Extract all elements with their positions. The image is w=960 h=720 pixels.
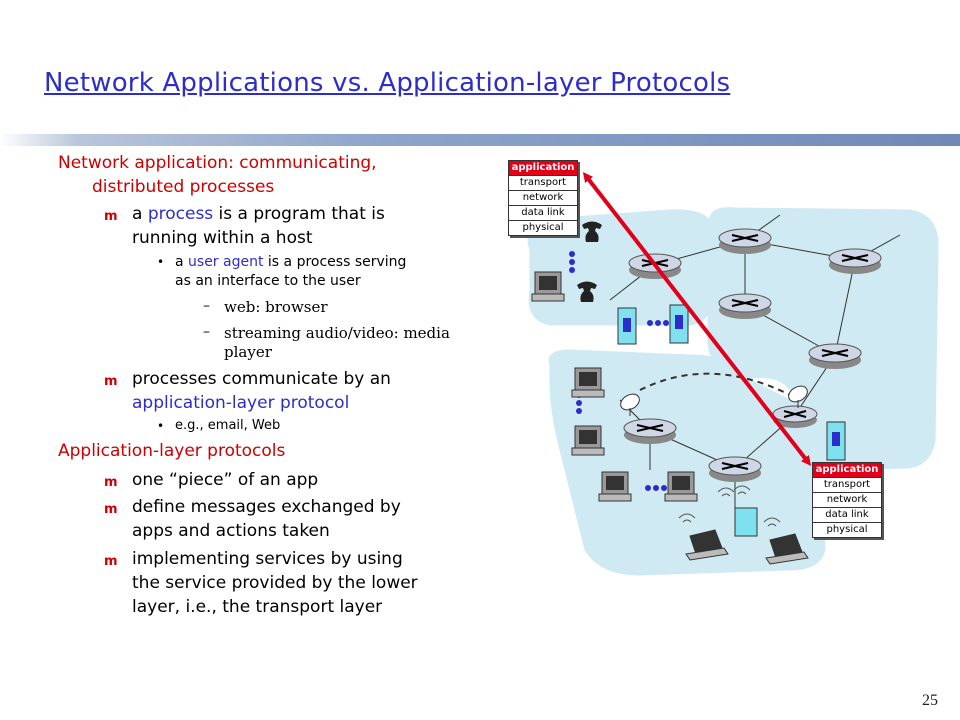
dash-item-media-player: streaming audio/video: media	[224, 324, 450, 342]
router-icon	[808, 343, 862, 369]
router-icon	[708, 456, 762, 482]
desktop-computer-icon	[664, 471, 698, 502]
network-diagram-svg	[527, 172, 939, 576]
layer-application: application	[509, 161, 577, 175]
dash-item-media-player-line2: player	[224, 343, 272, 361]
bullet-process-definition: a process is a program that is	[132, 204, 385, 224]
sub-bullet-user-agent: a user agent is a process serving	[175, 254, 406, 270]
layer-physical: physical	[813, 522, 881, 537]
sub-bullet-dot: •	[157, 419, 165, 433]
slide-title: Network Applications vs. Application-lay…	[44, 68, 731, 98]
access-point-icon	[734, 507, 758, 537]
bullet-marker: m	[104, 554, 118, 569]
layer-network: network	[509, 190, 577, 205]
dash-marker: –	[203, 298, 210, 314]
laptop-icon	[685, 529, 729, 561]
desktop-computer-icon	[571, 425, 605, 456]
laptop-icon	[765, 533, 809, 565]
text-segment: is a process serving	[263, 254, 407, 270]
keyword-application-layer-protocol: application-layer protocol	[132, 393, 350, 413]
desktop-computer-icon	[571, 367, 605, 398]
sub-bullet-user-agent-line2: as an interface to the user	[175, 273, 361, 289]
layer-data-link: data link	[813, 507, 881, 522]
bullet-implementing-services-line3: layer, i.e., the transport layer	[132, 597, 383, 617]
layer-transport: transport	[813, 477, 881, 492]
bullet-marker: m	[104, 209, 118, 224]
title-divider-bar	[0, 134, 960, 146]
page-number: 25	[922, 692, 938, 709]
protocol-stack-source: application transport network data link …	[508, 160, 578, 236]
bullet-implementing-services: implementing services by using	[132, 549, 403, 569]
bullet-marker: m	[104, 502, 118, 517]
bullet-processes-communicate: processes communicate by an	[132, 369, 391, 389]
bullet-marker: m	[104, 475, 118, 490]
text-segment: is a program that is	[213, 204, 385, 224]
keyword-user-agent: user agent	[188, 254, 264, 270]
text-segment: a	[175, 254, 189, 270]
bullet-piece-of-app: one “piece” of an app	[132, 470, 319, 490]
desktop-computer-icon	[598, 471, 632, 502]
protocol-stack-destination: application transport network data link …	[812, 462, 882, 538]
desktop-computer-icon	[531, 271, 565, 302]
text-segment: a	[132, 204, 148, 224]
router-icon	[718, 293, 772, 319]
heading-application-layer-protocols: Application-layer protocols	[58, 441, 286, 461]
server-icon	[617, 307, 637, 345]
bullet-marker: m	[104, 374, 118, 389]
dash-item-browser: web: browser	[224, 298, 328, 316]
layer-application: application	[813, 463, 881, 477]
dash-marker: –	[203, 324, 210, 340]
sub-bullet-dot: •	[157, 255, 165, 269]
slide-body: Network application: communicating, dist…	[58, 153, 450, 617]
server-icon	[669, 304, 689, 344]
router-icon	[828, 248, 882, 274]
bullet-define-messages-line2: apps and actions taken	[132, 521, 330, 541]
bullet-define-messages: define messages exchanged by	[132, 497, 401, 517]
bullet-process-definition-line2: running within a host	[132, 228, 313, 248]
network-diagram: application transport network data link …	[490, 150, 940, 620]
layer-physical: physical	[509, 220, 577, 235]
layer-transport: transport	[509, 175, 577, 190]
end-to-end-arrow	[582, 172, 812, 466]
heading-network-application-line2: distributed processes	[92, 177, 275, 197]
bullet-implementing-services-line2: the service provided by the lower	[132, 573, 418, 593]
wireless-signal-icon	[678, 485, 781, 527]
layer-network: network	[813, 492, 881, 507]
heading-network-application: Network application: communicating,	[58, 153, 377, 173]
sub-bullet-examples: e.g., email, Web	[175, 418, 281, 433]
layer-data-link: data link	[509, 205, 577, 220]
keyword-process: process	[147, 204, 214, 224]
router-icon	[718, 228, 772, 254]
server-icon	[826, 421, 846, 461]
router-icon	[623, 418, 677, 444]
